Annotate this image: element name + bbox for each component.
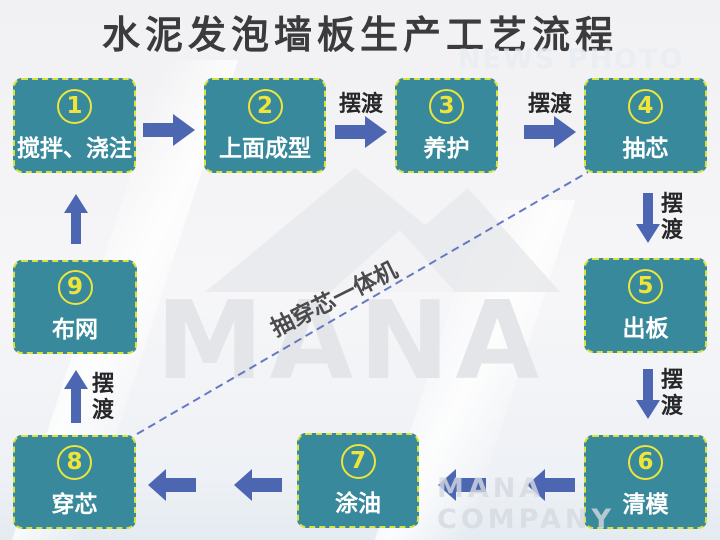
arrow-right-icon bbox=[143, 114, 195, 146]
step-number-badge: 5 bbox=[628, 268, 663, 304]
step-box-4: 4 抽芯 bbox=[584, 78, 707, 173]
step-label: 搅拌、浇注 bbox=[17, 135, 132, 162]
shuttle-label: 摆渡 bbox=[661, 192, 684, 244]
arrow-right-icon bbox=[524, 116, 576, 148]
arrow-left-icon bbox=[148, 469, 196, 501]
shuttle-label: 摆渡 bbox=[92, 372, 115, 424]
step-number-badge: 8 bbox=[57, 445, 92, 480]
news-photo-watermark: NEWS PHOTO bbox=[458, 44, 685, 75]
arrow-down-icon bbox=[636, 369, 660, 419]
step-box-1: 1 搅拌、浇注 bbox=[13, 78, 136, 173]
step-label: 出板 bbox=[622, 315, 669, 342]
step-number-badge: 9 bbox=[57, 270, 93, 305]
step-box-7: 7 涂油 bbox=[297, 433, 419, 528]
step-number-badge: 2 bbox=[247, 88, 283, 124]
arrow-left-icon bbox=[527, 469, 575, 501]
step-label: 抽芯 bbox=[622, 135, 669, 162]
page-title: 水泥发泡墙板生产工艺流程 bbox=[101, 13, 618, 57]
step-number-badge: 7 bbox=[340, 443, 376, 479]
step-number-badge: 1 bbox=[57, 88, 92, 124]
step-number-badge: 4 bbox=[628, 88, 663, 124]
arrow-left-icon bbox=[438, 469, 486, 501]
mana-text-watermark: MANA bbox=[156, 279, 546, 404]
shuttle-label: 摆渡 bbox=[527, 92, 572, 117]
step-box-9: 9 布网 bbox=[13, 260, 137, 354]
arrow-up-icon bbox=[64, 194, 88, 244]
step-label: 清模 bbox=[622, 492, 669, 518]
arrow-left-icon bbox=[234, 469, 282, 501]
step-number-badge: 6 bbox=[628, 445, 663, 480]
arrow-down-icon bbox=[636, 193, 660, 243]
step-box-8: 8 穿芯 bbox=[13, 435, 136, 529]
step-label: 穿芯 bbox=[51, 492, 98, 518]
step-box-2: 2 上面成型 bbox=[204, 78, 326, 173]
step-box-3: 3 养护 bbox=[395, 78, 498, 173]
mana-company-watermark: MANA COMPANY bbox=[437, 473, 615, 535]
arrow-right-icon bbox=[335, 116, 387, 148]
step-label: 布网 bbox=[52, 317, 98, 343]
arrow-up-icon bbox=[64, 370, 88, 423]
step-box-6: 6 清模 bbox=[584, 435, 707, 529]
step-box-5: 5 出板 bbox=[584, 258, 707, 353]
step-label: 涂油 bbox=[335, 490, 381, 517]
shuttle-label: 摆渡 bbox=[338, 92, 383, 117]
step-number-badge: 3 bbox=[429, 88, 464, 124]
step-label: 上面成型 bbox=[219, 135, 311, 162]
step-label: 养护 bbox=[423, 135, 470, 162]
shuttle-label: 摆渡 bbox=[661, 368, 684, 420]
